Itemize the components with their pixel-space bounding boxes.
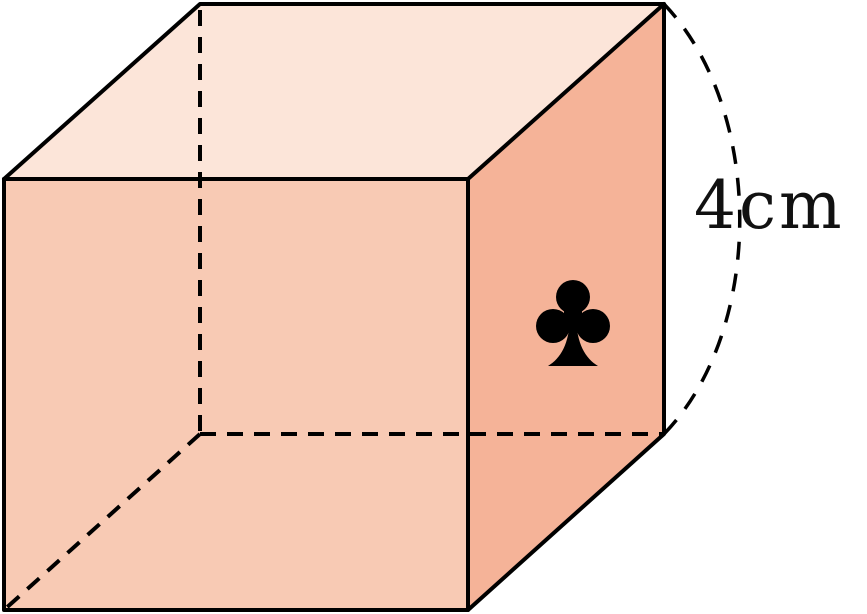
hidden-edge-diagonal (2, 432, 202, 612)
cube-front-face (4, 179, 468, 610)
club-suit-icon (536, 280, 610, 366)
cube-visible-edges-outline (2, 2, 666, 612)
edge-length-label: 4cm (694, 167, 845, 244)
edge-length-arc (662, 2, 742, 436)
cube-top-face (4, 4, 664, 179)
